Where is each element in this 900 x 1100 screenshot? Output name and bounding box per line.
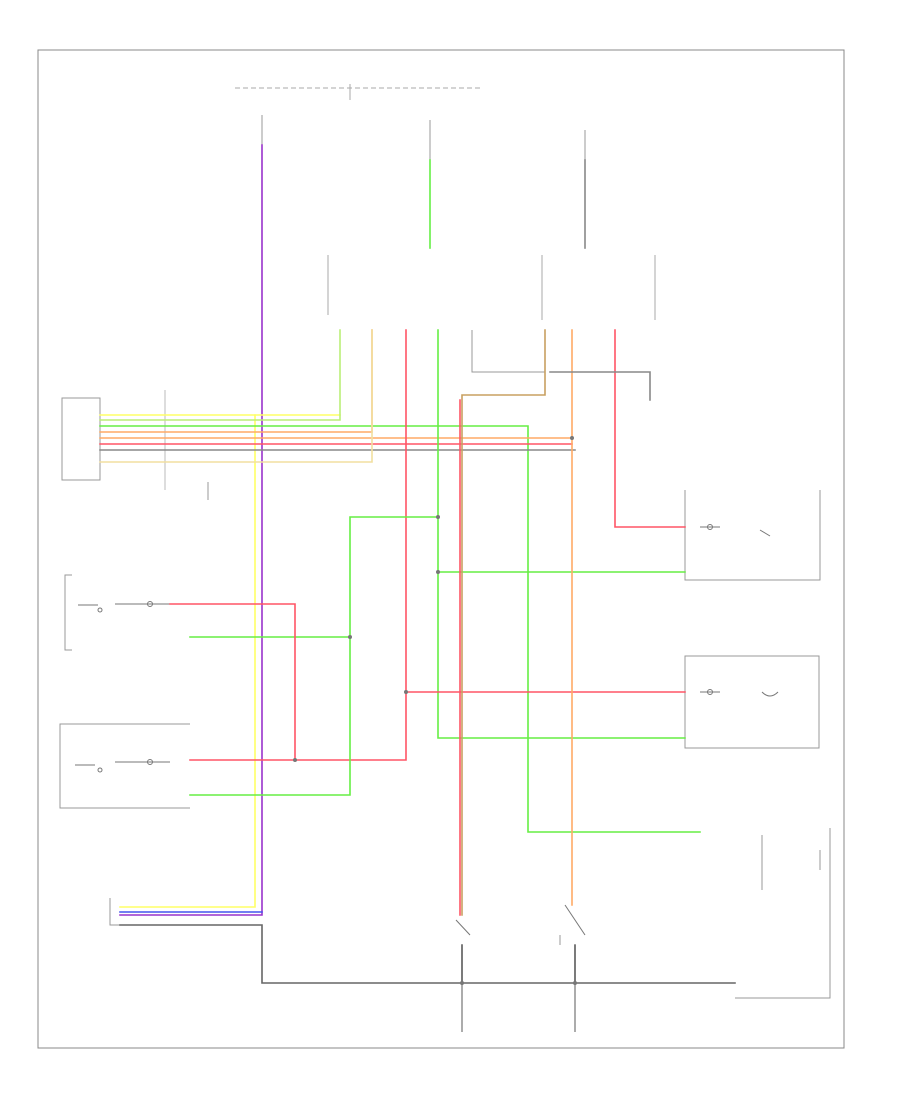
key-cylinder-switch [109,898,263,983]
splice-node [460,981,464,985]
wire-violet [119,144,263,916]
splice-nodes [293,436,577,985]
wire-green-main [437,329,686,739]
wire-grey-ground [119,924,576,984]
rear-lock-actuator [735,828,831,999]
wire-yellow [99,414,256,908]
trunk-lid-opener-switch [559,904,586,1032]
right-rear-door-lock-actuator [59,723,190,809]
wire-green-rear [189,516,439,796]
hot-at-all-times-bus [235,84,480,100]
wire-tan-trunk [461,329,546,916]
splice-node [348,635,352,639]
diagram-frame [37,49,845,1049]
splice-node [436,570,440,574]
wires [99,144,736,984]
central-processing-unit [61,390,209,500]
wire-cream-cpu [99,329,373,463]
splice-node [404,690,408,694]
trunk-unlock-switch [455,919,471,1032]
wire-green-cpu [99,425,701,833]
splice-node [293,758,297,762]
wire-orange-cpu [99,329,373,433]
left-front-door-lock-actuator [684,490,821,581]
door-lock-timer-unit-1 [327,255,546,373]
right-front-door-lock-actuator [684,655,820,749]
splice-node [570,436,574,440]
left-rear-door-lock-actuator [64,574,170,651]
splice-node [436,515,440,519]
wire-red-lr [169,603,296,761]
wire-red-main [189,329,407,761]
wire-pink-lf [614,329,686,528]
splice-node [573,981,577,985]
wire-grey-timer [549,371,651,401]
wire-lgreen-cpu [99,329,341,421]
